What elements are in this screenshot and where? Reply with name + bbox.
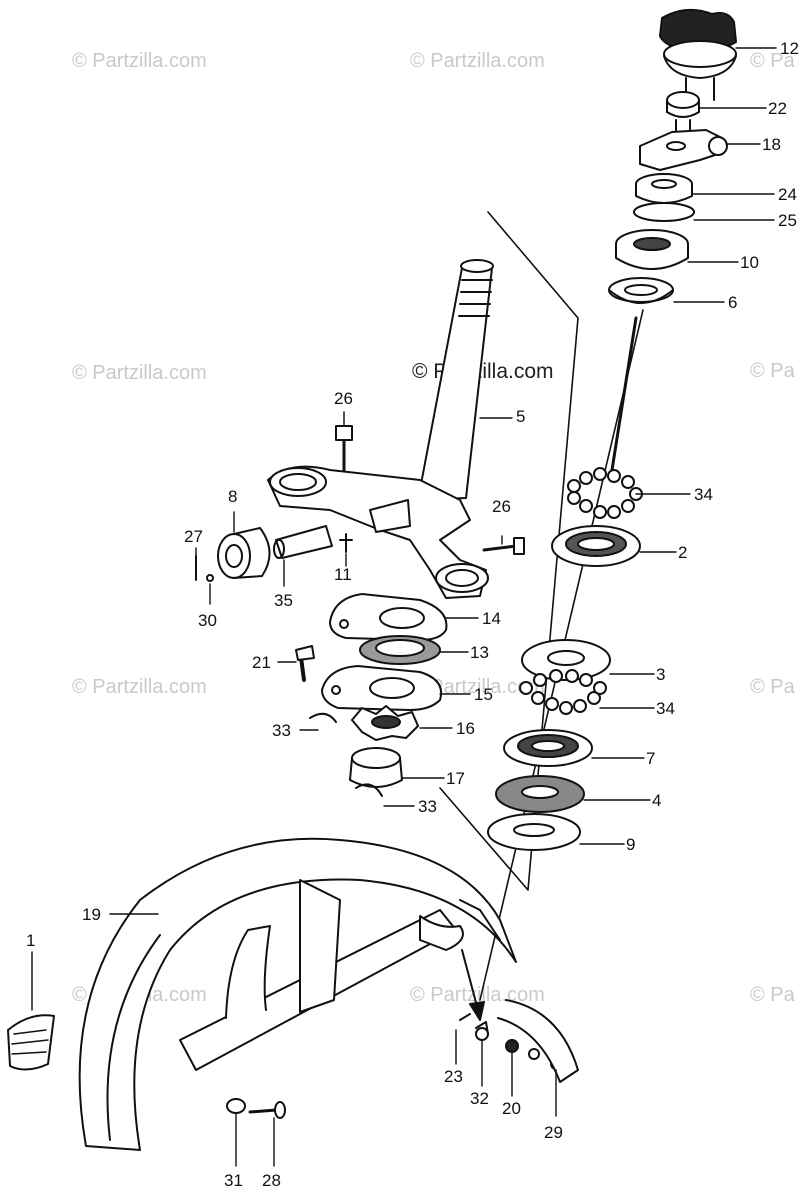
callout-23: 23 [444,1067,463,1086]
part-race-2 [551,525,641,567]
callout-26-side: 26 [492,497,511,516]
callout-35: 35 [274,591,293,610]
watermark: © Pa [750,984,795,1006]
callout-32: 32 [470,1089,489,1108]
callout-34-upper: 34 [694,485,713,504]
watermark: © Pa [750,676,795,698]
part-steering-stem-5 [417,259,494,501]
part-race-10 [615,229,689,270]
callout-2: 2 [678,543,688,562]
callout-18: 18 [762,135,781,154]
part-bearing-balls-lower [519,669,607,715]
callout-16: 16 [456,719,475,738]
callout-13: 13 [470,643,489,662]
callout-21: 21 [252,653,271,672]
callout-25: 25 [778,211,797,230]
callout-12: 12 [780,39,799,58]
part-pin-35 [273,525,333,559]
callout-3: 3 [656,665,666,684]
watermark: © Partzilla.com [72,362,207,384]
callout-20: 20 [502,1099,521,1118]
callout-8: 8 [228,487,238,506]
callout-14: 14 [482,609,501,628]
assembly-panel-outline [439,211,579,891]
part-gear-16 [351,705,419,741]
direction-arrow-head [469,1001,485,1021]
part-seal-4 [495,775,585,813]
part-bearing-balls-upper [567,467,643,519]
callout-1: 1 [26,931,36,950]
watermark: © Partzilla.com [410,676,545,698]
callout-15: 15 [474,685,493,704]
watermark: © Partzilla.com [410,50,545,72]
callout-19: 19 [82,905,101,924]
part-fender-stay [459,999,579,1083]
callout-24: 24 [778,185,797,204]
part-race-7 [503,729,593,767]
part-nut-24 [635,173,693,204]
callout-30: 30 [198,611,217,630]
watermark: © Partzilla.com [72,676,207,698]
part-plate-18 [639,129,728,171]
part-gear-13 [359,635,441,665]
watermark: © Partzilla.com [72,50,207,72]
callout-33-upper: 33 [272,721,291,740]
direction-arrow-line [461,949,479,1011]
part-bolt-26-side [482,537,525,555]
part-spring-11 [339,533,353,553]
watermark: © Pa [750,360,795,382]
part-seal-3 [521,639,611,681]
part-damper-rod [610,316,638,472]
callout-29: 29 [544,1123,563,1142]
callout-10: 10 [740,253,759,272]
callout-33-lower: 33 [418,797,437,816]
part-reflector-1 [7,1014,55,1071]
part-lock-cylinder-8 [217,527,271,579]
callout-28: 28 [262,1171,281,1190]
part-clip-33-lower [355,783,383,797]
watermark: © Pa [750,50,795,72]
callout-31: 31 [224,1171,243,1190]
part-plate-15 [321,665,442,711]
part-bolt-21 [295,645,315,682]
callout-9: 9 [626,835,636,854]
part-washer-9 [487,813,581,851]
callout-26-top: 26 [334,389,353,408]
part-front-fender-19 [78,837,517,1151]
callout-17: 17 [446,769,465,788]
part-plate-14 [329,593,448,641]
part-clip-33-upper [309,712,337,723]
part-fork-bracket [267,465,489,599]
callout-34-lower: 34 [656,699,675,718]
part-nut-17 [349,747,403,788]
leader-lines [31,47,777,1167]
part-damper-knob [659,8,737,101]
callout-4: 4 [652,791,662,810]
part-washer-31 [226,1098,246,1114]
callout-5: 5 [516,407,526,426]
callout-7: 7 [646,749,656,768]
part-washer-30 [206,574,214,582]
part-washer-25 [633,202,695,222]
callout-6: 6 [728,293,738,312]
callout-22: 22 [768,99,787,118]
callout-27: 27 [184,527,203,546]
callout-11: 11 [334,565,352,584]
part-cone-6 [608,277,674,304]
part-nut-22 [666,91,700,133]
part-bolt-28 [248,1101,286,1119]
part-bolt-26-top [335,425,353,472]
